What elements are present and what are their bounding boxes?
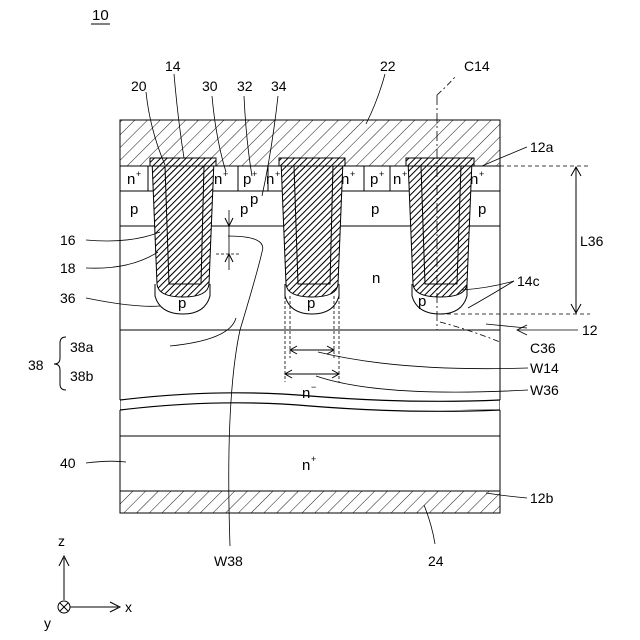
drift-n-label: n xyxy=(372,270,380,287)
n-plus-label: n xyxy=(302,457,310,474)
svg-text:p: p xyxy=(240,201,248,218)
trench-gate-center xyxy=(294,166,333,284)
svg-text:n: n xyxy=(393,171,401,188)
break-gap-right xyxy=(500,400,504,410)
label-24: 24 xyxy=(428,553,444,569)
c14-leader xyxy=(437,76,456,95)
n-plus-sup: + xyxy=(311,454,316,464)
svg-text:+: + xyxy=(402,169,407,179)
figure-number: 10 xyxy=(92,7,109,24)
label-14c: 14c xyxy=(517,273,540,289)
break-gap-left xyxy=(116,400,120,410)
coordinate-axes: z x y xyxy=(44,533,132,631)
n-minus-sup: − xyxy=(311,382,316,392)
label-c36: C36 xyxy=(530,340,556,356)
label-32: 32 xyxy=(237,78,253,94)
c36-leader xyxy=(440,322,500,342)
label-20: 20 xyxy=(131,78,147,94)
p36-label-left: p xyxy=(178,295,186,312)
label-12: 12 xyxy=(582,322,598,338)
trench-gate-right xyxy=(421,166,461,284)
svg-text:p: p xyxy=(250,191,258,208)
svg-text:p: p xyxy=(130,201,138,218)
label-30: 30 xyxy=(202,78,218,94)
label-14: 14 xyxy=(165,58,181,74)
label-18: 18 xyxy=(60,260,76,276)
svg-text:n: n xyxy=(341,171,349,188)
svg-text:+: + xyxy=(350,169,355,179)
label-38b: 38b xyxy=(70,368,94,384)
label-16: 16 xyxy=(60,232,76,248)
svg-text:+: + xyxy=(379,169,384,179)
p36-label-right: p xyxy=(418,293,426,310)
svg-text:n: n xyxy=(266,171,274,188)
svg-text:p: p xyxy=(478,201,486,218)
gate-cap-center xyxy=(279,158,345,166)
gate-cap-left xyxy=(150,158,216,166)
p36-label-center: p xyxy=(307,295,315,312)
svg-text:p: p xyxy=(243,171,251,188)
label-w38: W38 xyxy=(214,553,243,569)
svg-text:p: p xyxy=(371,201,379,218)
svg-text:+: + xyxy=(252,169,257,179)
axis-label-x: x xyxy=(125,599,132,615)
n-minus-label: n xyxy=(302,385,310,402)
drain-electrode-24 xyxy=(120,491,500,513)
svg-text:n: n xyxy=(127,171,135,188)
svg-text:+: + xyxy=(275,169,280,179)
label-38: 38 xyxy=(28,357,44,373)
svg-text:+: + xyxy=(136,169,141,179)
brace-38 xyxy=(54,337,66,390)
gate-cap-right xyxy=(406,158,474,166)
label-12b: 12b xyxy=(530,490,554,506)
label-c14: C14 xyxy=(464,58,490,74)
svg-text:p: p xyxy=(370,171,378,188)
label-40: 40 xyxy=(60,455,76,471)
trench-gate-left xyxy=(165,166,204,284)
label-w36: W36 xyxy=(530,382,559,398)
svg-text:n: n xyxy=(470,171,478,188)
svg-text:n: n xyxy=(214,171,222,188)
label-34: 34 xyxy=(271,78,287,94)
label-l36: L36 xyxy=(580,233,604,249)
axis-label-z: z xyxy=(58,533,65,549)
label-22: 22 xyxy=(380,58,396,74)
label-38a: 38a xyxy=(70,339,94,355)
svg-text:+: + xyxy=(479,169,484,179)
label-w14: W14 xyxy=(530,360,559,376)
axis-label-y: y xyxy=(44,615,51,631)
label-12a: 12a xyxy=(530,139,554,155)
label-36: 36 xyxy=(60,290,76,306)
